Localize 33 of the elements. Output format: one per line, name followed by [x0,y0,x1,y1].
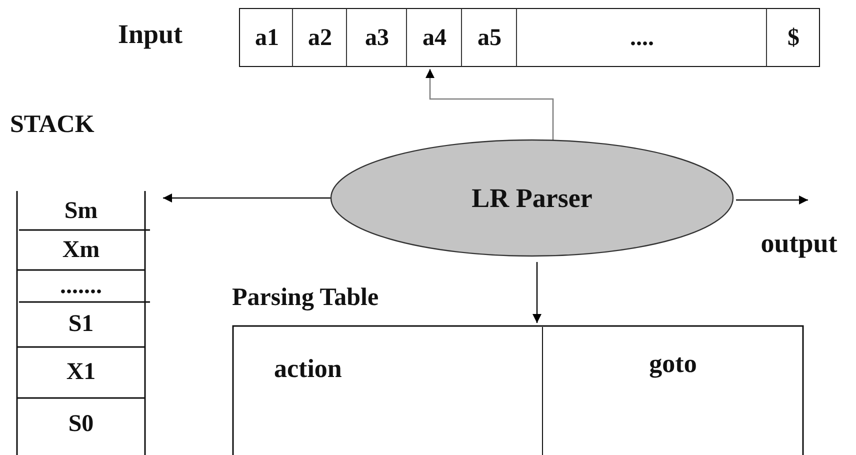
label: Sm [63,196,99,226]
tape-cell [239,8,293,67]
label: output [760,226,838,260]
label: .... [629,24,655,53]
label: S0 [67,410,95,438]
arrow [426,69,554,140]
heading: STACK [10,110,96,140]
label: goto [648,348,698,380]
heading: Input [118,18,184,51]
label: action [273,353,343,385]
tape-cell [347,8,407,67]
tape-cell [767,8,820,67]
tape-cell [517,8,767,67]
label: S1 [67,310,95,339]
tape-cell [462,8,517,67]
label: ....... [59,272,103,300]
parser-ellipse [330,139,734,257]
heading: Parsing Table [232,283,380,313]
label: a5 [476,24,502,53]
arrow [532,262,542,323]
label: a1 [254,24,280,53]
label: X1 [65,358,97,387]
label: Xm [61,236,101,264]
arrow [163,194,331,202]
label: $ [786,24,800,53]
tape-cell [407,8,462,67]
node-label: LR Parser [470,182,594,214]
label: a3 [364,24,390,53]
arrow [736,196,808,204]
label: a4 [422,24,448,53]
input-tape [118,5,822,69]
tape-cell [293,8,347,67]
label: a2 [307,24,333,53]
